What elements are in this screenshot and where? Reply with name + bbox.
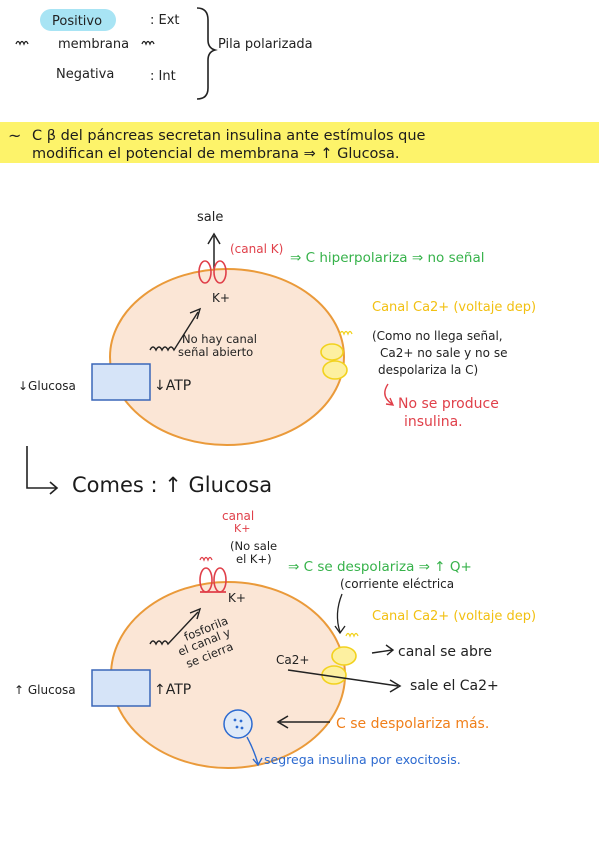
- bottom-cell-section: canal K+ (No sale el K+) ⇒ C se despolar…: [14, 509, 536, 769]
- k-channel-icon: [213, 260, 227, 284]
- membrane-label: membrana: [58, 37, 129, 52]
- positive-tag-highlight: [40, 9, 116, 31]
- highlight-bar: [0, 122, 599, 163]
- atp-label: ↑ATP: [154, 682, 191, 698]
- arrow-head-icon: [385, 644, 395, 656]
- arrow-head-icon: [385, 397, 395, 406]
- arrow-head-icon: [189, 607, 202, 620]
- k-channel-icon: [198, 260, 212, 284]
- ca-channel-icon: [331, 646, 357, 666]
- k-flow-arrow: [149, 611, 199, 646]
- glucose-label: ↓Glucosa: [18, 379, 76, 393]
- explanation-line-1: (Como no llega señal,: [372, 329, 503, 343]
- insulin-granule-icon: [235, 725, 239, 729]
- no-insulin-line-2: insulina.: [404, 414, 463, 430]
- no-insulin-line-1: No se produce: [398, 396, 499, 412]
- insulin-granule-icon: [239, 719, 243, 723]
- consequence-arrow: [384, 383, 393, 405]
- ext-label: : Ext: [150, 13, 180, 28]
- atp-label: ↓ATP: [154, 378, 191, 394]
- more-depolarize-label: C se despolariza más.: [336, 716, 489, 732]
- squiggle-icon: [141, 40, 155, 46]
- channel-opens-label: canal se abre: [398, 644, 492, 660]
- ca-out-label: sale el Ca2+: [410, 678, 499, 694]
- no-channel-line-2: señal abierto: [178, 345, 253, 359]
- tilde-bullet: ~: [8, 126, 21, 145]
- cell-membrane: [109, 268, 345, 446]
- exocytosis-arrow: [246, 736, 259, 765]
- negative-label: Negativa: [56, 67, 114, 82]
- ca-channel-icon: [320, 343, 344, 361]
- arrow-head-icon: [334, 625, 346, 635]
- hyperpolarize-note: ⇒ C hiperpolariza ⇒ no señal: [290, 250, 484, 266]
- ca-exit-arrow: [287, 669, 399, 687]
- highlight-line-1: C β del páncreas secretan insulina ante …: [32, 128, 426, 144]
- squiggle-icon: [345, 632, 359, 638]
- depolarize-note: ⇒ C se despolariza ⇒ ↑ Q+: [288, 559, 472, 575]
- explanation-line-3: despolariza la C): [378, 363, 478, 377]
- no-k-exit-line-1: (No sale: [230, 539, 277, 553]
- k-ion-label: K+: [228, 591, 246, 605]
- insulin-vesicle-icon: [223, 709, 253, 739]
- k-channel-label-1: canal: [222, 509, 254, 523]
- arrow-head-icon: [49, 481, 59, 495]
- current-label: (corriente eléctrica: [340, 577, 454, 591]
- k-channel-label-2: K+: [234, 522, 250, 535]
- highlight-line-2: modifican el potencial de membrana ⇒ ↑ G…: [32, 146, 399, 162]
- arrow-head-icon: [189, 307, 202, 320]
- k-flow-arrow: [149, 311, 199, 352]
- glucose-transporter: [91, 363, 151, 401]
- ca-channel-icon: [322, 360, 348, 380]
- transition-label: Comes : ↑ Glucosa: [72, 473, 272, 497]
- insulin-granule-icon: [240, 726, 244, 730]
- highlight-section: ~ C β del páncreas secretan insulina ant…: [0, 122, 599, 163]
- insulin-granule-icon: [233, 718, 237, 722]
- arrow-head-icon: [207, 232, 221, 245]
- k-ion-label: K+: [212, 291, 230, 305]
- squiggle-icon: [199, 556, 213, 562]
- opens-arrow: [371, 649, 393, 654]
- arrow-head-icon: [389, 679, 402, 693]
- int-label: : Int: [150, 69, 176, 84]
- squiggle-icon: [15, 40, 29, 46]
- k-channel-label: (canal K): [230, 242, 283, 256]
- result-label: Pila polarizada: [218, 37, 313, 52]
- ca-ion-label: Ca2+: [276, 653, 309, 667]
- arrow-head-icon: [252, 757, 263, 767]
- exocytosis-label: segrega insulina por exocitosis.: [264, 752, 461, 767]
- explanation-line-2: Ca2+ no sale y no se: [380, 346, 507, 360]
- glucose-transporter: [91, 669, 151, 707]
- glucose-label: ↑ Glucosa: [14, 683, 76, 697]
- transition-section: Comes : ↑ Glucosa: [26, 446, 272, 497]
- ca-channel-label: Canal Ca2+ (voltaje dep): [372, 300, 536, 315]
- no-channel-line-1: No hay canal: [182, 332, 257, 346]
- squiggle-icon: [339, 330, 353, 336]
- positive-tag: Positivo: [52, 14, 102, 29]
- brace-bracket: [196, 7, 218, 100]
- sale-label: sale: [197, 210, 223, 225]
- no-k-exit-line-2: el K+): [236, 552, 272, 566]
- polarity-section: Positivo : Ext membrana Negativa : Int P…: [15, 7, 313, 100]
- ca-channel-label: Canal Ca2+ (voltaje dep): [372, 609, 536, 624]
- top-cell-section: sale (canal K) K+ ⇒ C hiperpolariza ⇒ no…: [18, 210, 536, 446]
- current-arrow: [336, 593, 343, 633]
- arrow-head-icon: [276, 715, 289, 729]
- transition-arrow: [26, 446, 56, 489]
